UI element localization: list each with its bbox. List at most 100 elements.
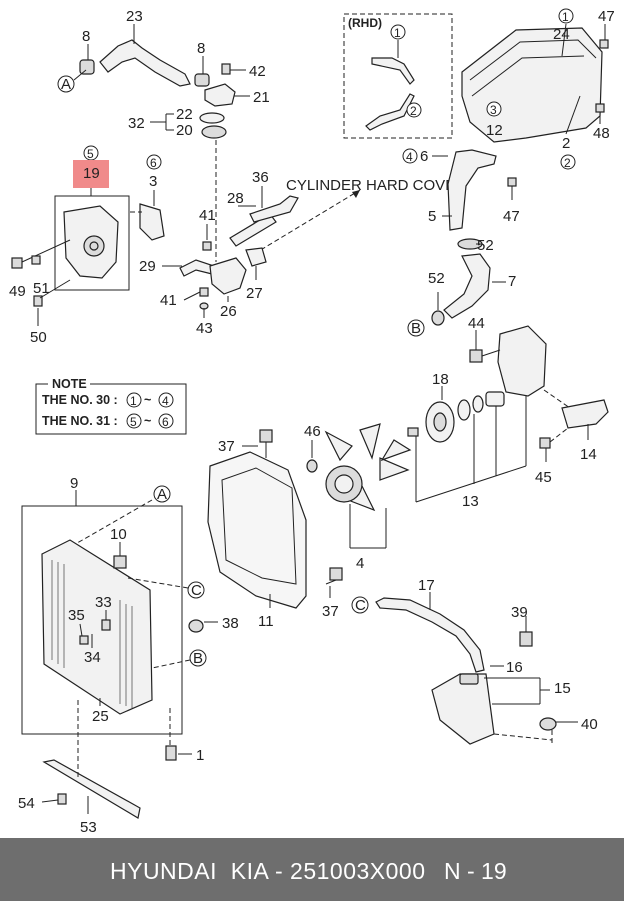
label-20: 20 [176, 122, 193, 139]
drain-plug-1 [165, 745, 177, 761]
pipe-5 [447, 149, 497, 231]
label-42: 42 [249, 63, 266, 80]
hose-23 [99, 39, 191, 87]
label-27: 27 [246, 285, 263, 302]
radiator-25 [41, 539, 153, 715]
label-26: 26 [220, 303, 237, 320]
label-40: 40 [581, 716, 598, 733]
rhd-circle-1: 1 [394, 26, 401, 40]
label-23: 23 [126, 8, 143, 25]
footer-bar: HYUNDAI KIA - 251003X000 N - 19 [0, 838, 624, 901]
label-25: 25 [92, 708, 109, 725]
circle-4: 4 [406, 150, 413, 164]
label-A: A [61, 76, 71, 93]
bracket-44 [497, 325, 547, 397]
bolt-45 [539, 437, 551, 449]
label-14: 14 [580, 446, 597, 463]
plug-35 [79, 635, 89, 645]
rhd-inset [343, 13, 453, 139]
bolt-37a [259, 429, 273, 443]
label-22: 22 [176, 106, 193, 123]
nut-46 [306, 459, 318, 473]
highlight-ref: 5 [87, 147, 94, 161]
engine-circle-1: 1 [562, 10, 569, 24]
drain-33 [101, 619, 111, 631]
circle-2: 2 [564, 156, 571, 170]
label-9: 9 [70, 475, 78, 492]
label-34: 34 [84, 649, 101, 666]
note-title: NOTE [52, 377, 87, 391]
circle-3: 3 [490, 103, 497, 117]
clamp-8b [194, 73, 210, 87]
label-10: 10 [110, 526, 127, 543]
gasket-3 [139, 203, 165, 241]
label-45: 45 [535, 469, 552, 486]
engine-block [461, 27, 603, 143]
note-line1-sep: ~ [144, 393, 151, 407]
clamp-8 [79, 59, 95, 75]
note-line1-from: 1 [130, 394, 137, 408]
footer-part-number: HYUNDAI KIA - 251003X000 [110, 858, 426, 884]
label-52a: 52 [477, 237, 494, 254]
ref-circle-A [57, 75, 75, 93]
bolt-47b [507, 177, 517, 187]
clamp-52b [431, 310, 445, 326]
label-51: 51 [33, 280, 50, 297]
bolt-41a [202, 241, 212, 251]
highlight-part-number: 19 [83, 165, 100, 182]
label-35: 35 [68, 607, 85, 624]
label-2: 2 [562, 135, 570, 152]
label-12: 12 [486, 122, 503, 139]
rhd-pipe-1 [371, 57, 415, 85]
screw-54 [57, 793, 67, 805]
note-line2-to: 6 [162, 415, 169, 429]
cap-10 [113, 555, 127, 569]
bolt-42 [221, 63, 231, 75]
label-13: 13 [462, 493, 479, 510]
bolt-44 [469, 349, 483, 363]
water-pump-frame [54, 195, 130, 291]
label-37a: 37 [218, 438, 235, 455]
nut-38 [188, 619, 204, 633]
pipe-28 [229, 213, 277, 247]
label-C1: C [191, 582, 202, 599]
rhd-pipe-2 [365, 93, 415, 131]
cooling-fan-4 [324, 423, 412, 512]
note-line1-to: 4 [162, 394, 169, 408]
rhd-label: (RHD) [348, 16, 382, 30]
bolt-39 [519, 631, 533, 647]
label-11: 11 [258, 613, 274, 630]
parts-diagram: 23 8 A 8 42 21 32 22 20 5 19 6 3 49 51 5… [9, 8, 615, 836]
label-41a: 41 [199, 207, 216, 224]
label-18: 18 [432, 371, 449, 388]
label-B: B [411, 320, 421, 337]
label-15: 15 [554, 680, 571, 697]
label-47b: 47 [503, 208, 520, 225]
hose-29 [179, 259, 215, 277]
gasket-27 [245, 247, 267, 267]
label-21: 21 [253, 89, 270, 106]
bolt-49 [11, 257, 23, 269]
radiator-frame [21, 505, 183, 735]
rhd-circle-2: 2 [410, 104, 417, 118]
note-line2-prefix: THE NO. 31 : [42, 414, 118, 428]
label-53: 53 [80, 819, 97, 836]
label-1: 1 [196, 747, 204, 764]
label-38: 38 [222, 615, 239, 632]
label-44: 44 [468, 315, 485, 332]
note-line1-prefix: THE NO. 30 : [42, 393, 118, 407]
label-7: 7 [508, 273, 516, 290]
thermostat-20 [201, 125, 227, 139]
label-4: 4 [356, 555, 364, 572]
label-29: 29 [139, 258, 156, 275]
bolt-47a [599, 39, 609, 49]
reservoir-cap [459, 673, 479, 685]
gasket-22 [199, 112, 225, 124]
fan-shroud-11 [207, 451, 307, 609]
label-50: 50 [30, 329, 47, 346]
label-32: 32 [128, 115, 145, 132]
label-47a: 47 [598, 8, 615, 25]
parts-diagram-svg: 23 8 A 8 42 21 32 22 20 5 19 6 3 49 51 5… [9, 8, 615, 836]
highlight-box [73, 160, 109, 188]
label-41b: 41 [160, 292, 177, 309]
